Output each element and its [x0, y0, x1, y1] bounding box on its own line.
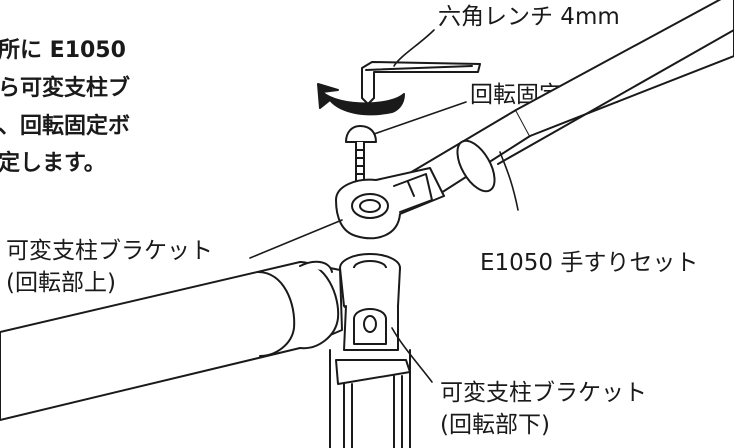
leader-lines: [249, 29, 519, 383]
instruction-line-3: 、回転固定ボ: [0, 114, 131, 139]
hex-wrench-label: 六角レンチ 4mm: [438, 4, 620, 30]
bracket-lower-label-2: (回転部下): [440, 412, 550, 438]
support-post: [329, 349, 411, 448]
bracket-upper-label-1: 可変支柱ブラケット: [6, 238, 213, 264]
bracket-lower-part: [339, 253, 401, 351]
bracket-upper-part: [335, 167, 445, 240]
handrail-tube-right: [397, 0, 734, 201]
bolt-icon: [345, 125, 377, 183]
handrail-set-label: E1050 手すりセット: [480, 250, 699, 276]
hex-wrench-icon: [361, 61, 481, 105]
rotate-arrow-icon: [317, 83, 405, 116]
bracket-upper-label-2: (回転部上): [6, 270, 116, 296]
instruction-line-2: ら可変支柱ブ: [0, 76, 131, 101]
handrail-tube-left: [0, 260, 343, 421]
bracket-lower-label-1: 可変支柱ブラケット: [440, 380, 647, 406]
instruction-line-4: 定します。: [0, 151, 106, 176]
instruction-line-1: 所に E1050: [0, 38, 126, 63]
